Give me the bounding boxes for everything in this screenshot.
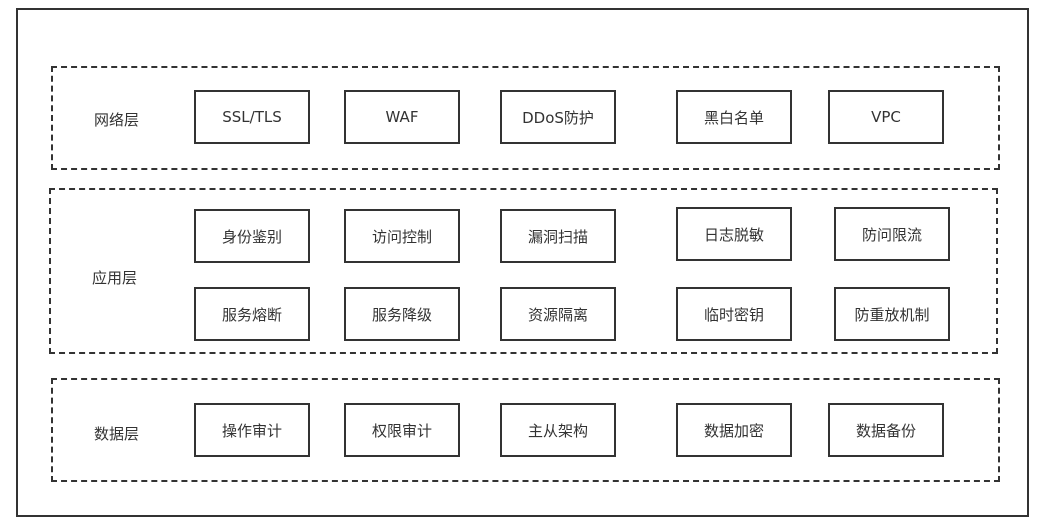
outer-frame <box>16 8 1029 517</box>
data-layer-label: 数据层 <box>94 425 140 443</box>
data-item-operation-audit: 操作审计 <box>194 403 310 457</box>
app-item-vuln-scan: 漏洞扫描 <box>500 209 616 263</box>
network-item-vpc: VPC <box>828 90 944 144</box>
application-layer <box>49 188 998 354</box>
app-item-degradation: 服务降级 <box>344 287 460 341</box>
app-item-rate-limit: 防问限流 <box>834 207 950 261</box>
network-layer <box>51 66 1000 170</box>
network-item-ddos: DDoS防护 <box>500 90 616 144</box>
data-item-encryption: 数据加密 <box>676 403 792 457</box>
data-item-master-slave: 主从架构 <box>500 403 616 457</box>
application-layer-label: 应用层 <box>92 269 138 287</box>
app-item-access-control: 访问控制 <box>344 209 460 263</box>
network-layer-label: 网络层 <box>94 111 140 129</box>
app-item-circuit-breaker: 服务熔断 <box>194 287 310 341</box>
data-layer <box>51 378 1000 482</box>
app-item-log-masking: 日志脱敏 <box>676 207 792 261</box>
data-item-backup: 数据备份 <box>828 403 944 457</box>
data-item-permission-audit: 权限审计 <box>344 403 460 457</box>
app-item-identity-auth: 身份鉴别 <box>194 209 310 263</box>
network-item-ssl-tls: SSL/TLS <box>194 90 310 144</box>
app-item-resource-isolation: 资源隔离 <box>500 287 616 341</box>
app-item-anti-replay: 防重放机制 <box>834 287 950 341</box>
network-item-waf: WAF <box>344 90 460 144</box>
app-item-temp-key: 临时密钥 <box>676 287 792 341</box>
network-item-blackwhite-list: 黑白名单 <box>676 90 792 144</box>
